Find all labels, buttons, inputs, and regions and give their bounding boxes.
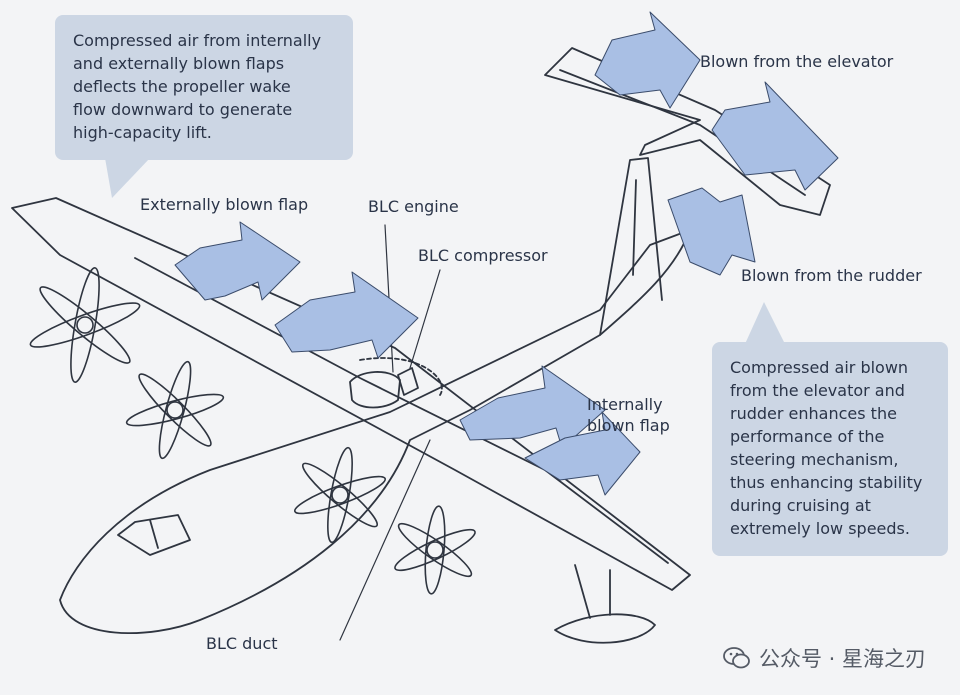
label-blc-engine: BLC engine bbox=[368, 197, 459, 216]
propeller-4 bbox=[394, 505, 476, 595]
blc-engine-body bbox=[349, 371, 401, 409]
airflow-arrow-rudder bbox=[667, 187, 756, 276]
propeller-2 bbox=[125, 360, 225, 460]
label-blown-from-rudder: Blown from the rudder bbox=[741, 266, 922, 285]
callout-1-pointer bbox=[105, 158, 150, 198]
wechat-icon bbox=[723, 647, 750, 669]
vertical-tail bbox=[599, 157, 663, 336]
leader-blc-compressor bbox=[409, 269, 441, 369]
lift-callout: Compressed air from internally and exter… bbox=[55, 15, 353, 160]
label-blc-duct: BLC duct bbox=[206, 634, 278, 653]
blc-duct-line bbox=[359, 357, 443, 396]
cockpit-divider bbox=[149, 519, 159, 549]
label-blown-from-elevator: Blown from the elevator bbox=[700, 52, 894, 71]
main-wing bbox=[11, 197, 691, 591]
blc-compressor-body bbox=[397, 367, 419, 396]
cockpit-windows bbox=[117, 514, 191, 556]
label-blc-compressor: BLC compressor bbox=[418, 246, 548, 265]
airflow-arrow-int-flap-1 bbox=[459, 365, 606, 449]
airflow-arrow-ext-flap-1 bbox=[174, 221, 301, 301]
rudder-line bbox=[632, 179, 637, 276]
callout-2-pointer bbox=[745, 302, 785, 344]
float-strut bbox=[574, 564, 611, 619]
leader-blc-duct bbox=[339, 439, 431, 641]
label-externally-blown-flap: Externally blown flap bbox=[140, 195, 309, 214]
wing-flap-line bbox=[134, 257, 669, 564]
airflow-arrow-int-flap-2 bbox=[524, 411, 641, 496]
wing-float bbox=[554, 613, 656, 644]
airflow-arrow-ext-flap-2 bbox=[274, 271, 419, 359]
watermark: 公众号 · 星海之刃 bbox=[723, 643, 926, 673]
label-internally-blown-flap: Internally blown flap bbox=[587, 395, 670, 435]
tail-callout: Compressed air blown from the elevator a… bbox=[712, 342, 948, 556]
watermark-text: 公众号 · 星海之刃 bbox=[758, 647, 926, 671]
airflow-arrow-elevator-2 bbox=[711, 81, 839, 191]
propeller-1 bbox=[29, 267, 141, 383]
airflow-arrow-elevator-1 bbox=[594, 11, 701, 109]
propeller-3 bbox=[293, 446, 387, 544]
fuselage bbox=[59, 229, 691, 635]
